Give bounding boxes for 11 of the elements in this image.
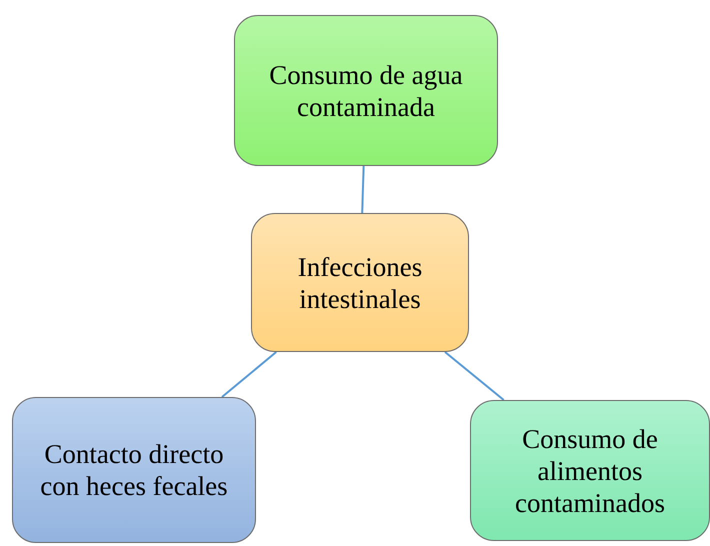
topic-text: Infecciones intestinales [296, 250, 424, 314]
topic-text: Consumo de agua contaminada [268, 58, 464, 122]
connector-line [361, 166, 365, 214]
topic-box [12, 397, 256, 543]
topic-box [470, 400, 710, 541]
connector-line [221, 351, 277, 398]
topic-text: Consumo de alimentos contaminados [514, 422, 666, 518]
topic-box [234, 15, 498, 166]
topic-box [251, 213, 469, 352]
connector-line [444, 351, 504, 401]
topic-text: Contacto directo con heces fecales [39, 438, 229, 502]
